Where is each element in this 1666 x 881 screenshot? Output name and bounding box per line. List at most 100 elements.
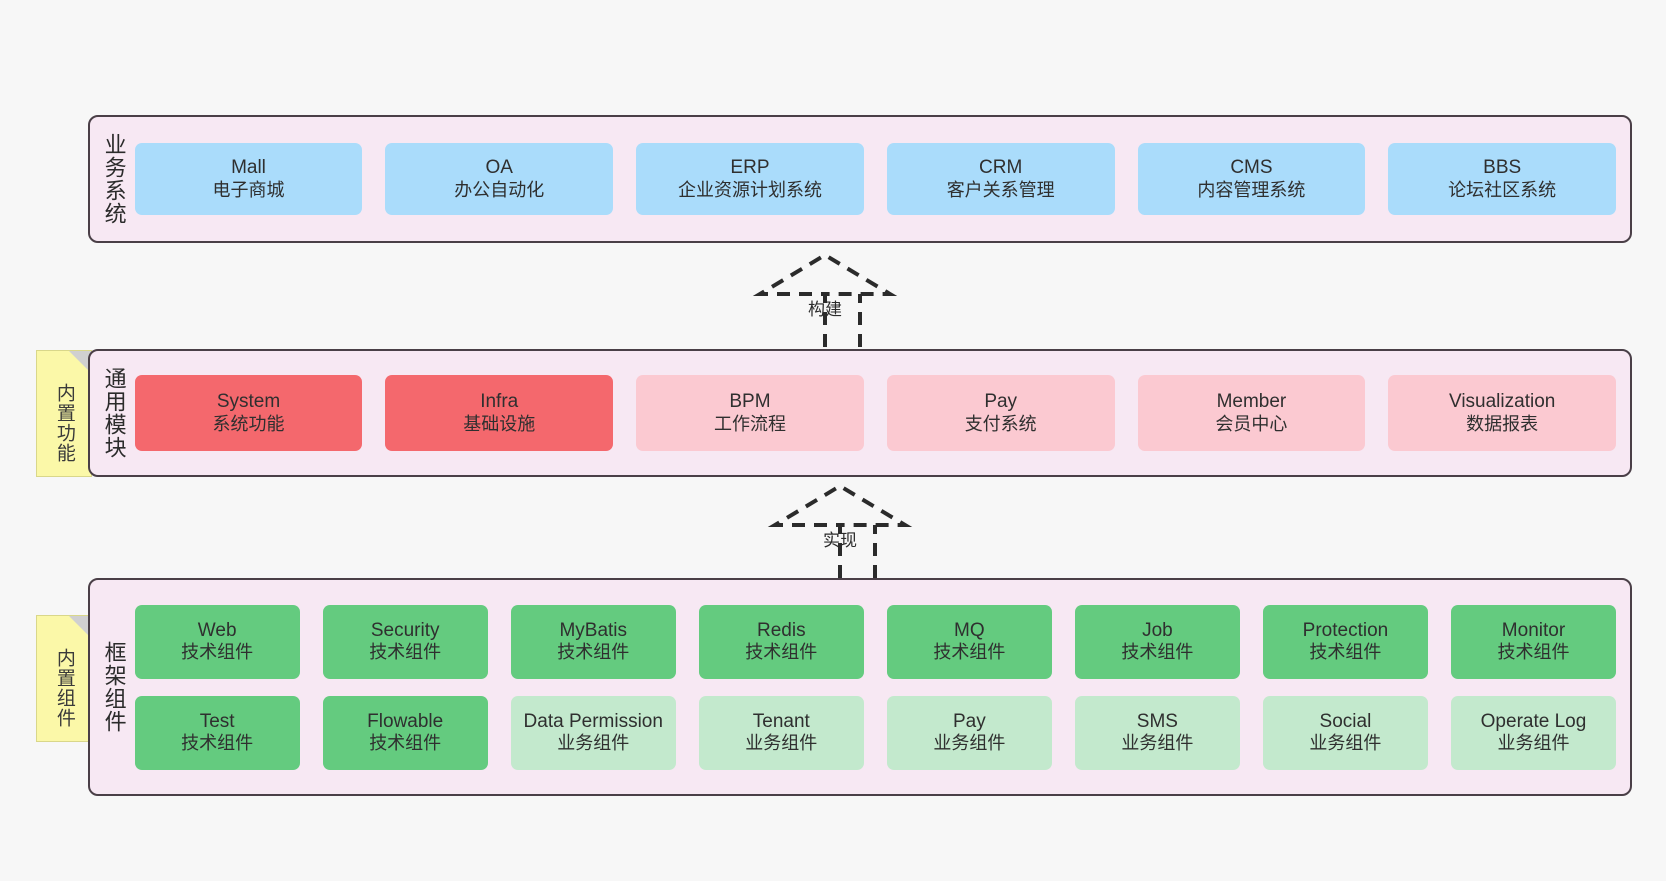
- node-title: CMS: [1230, 157, 1273, 179]
- node-title: Redis: [757, 619, 806, 641]
- node-title: Pay: [952, 710, 986, 732]
- node-web[interactable]: Web 技术组件: [134, 604, 300, 679]
- node-subtitle: 业务组件: [1309, 733, 1382, 754]
- node-subtitle: 技术组件: [369, 642, 442, 663]
- node-title: Visualization: [1449, 391, 1556, 413]
- layer-row: Mall 电子商城 OA 办公自动化 ERP 企业资源计划系统 CRM 客户关系…: [134, 143, 1617, 215]
- node-flowable[interactable]: Flowable 技术组件: [322, 695, 488, 770]
- node-bpm[interactable]: BPM 工作流程: [636, 375, 864, 451]
- node-visualization[interactable]: Visualization 数据报表: [1388, 375, 1617, 451]
- page-fold-icon: [69, 351, 91, 373]
- node-title: Mall: [231, 157, 266, 179]
- node-system[interactable]: System 系统功能: [134, 375, 363, 451]
- node-title: Monitor: [1501, 619, 1566, 641]
- node-title: Operate Log: [1480, 710, 1587, 732]
- node-subtitle: 系统功能: [212, 413, 285, 434]
- node-title: Pay: [984, 391, 1018, 413]
- node-social[interactable]: Social 业务组件: [1262, 695, 1428, 770]
- node-member[interactable]: Member 会员中心: [1137, 375, 1366, 451]
- node-title: Infra: [480, 391, 519, 413]
- node-title: Test: [199, 710, 235, 732]
- node-oa[interactable]: OA 办公自动化: [385, 143, 614, 215]
- node-crm[interactable]: CRM 客户关系管理: [886, 143, 1115, 215]
- node-data-permission[interactable]: Data Permission 业务组件: [510, 695, 676, 770]
- node-subtitle: 业务组件: [933, 733, 1006, 754]
- layer-title-business-systems: 业务系统: [101, 133, 127, 225]
- layer-row: System 系统功能 Infra 基础设施 BPM 工作流程 Pay 支付系统…: [134, 375, 1617, 451]
- node-mybatis[interactable]: MyBatis 技术组件: [510, 604, 676, 679]
- layer-body-common-modules: System 系统功能 Infra 基础设施 BPM 工作流程 Pay 支付系统…: [134, 351, 1630, 475]
- node-subtitle: 技术组件: [1309, 642, 1382, 663]
- node-subtitle: 内容管理系统: [1197, 179, 1306, 200]
- node-subtitle: 客户关系管理: [946, 179, 1055, 200]
- node-subtitle: 办公自动化: [454, 179, 545, 200]
- node-protection[interactable]: Protection 技术组件: [1262, 604, 1428, 679]
- node-subtitle: 业务组件: [557, 733, 630, 754]
- node-infra[interactable]: Infra 基础设施: [385, 375, 614, 451]
- node-tenant[interactable]: Tenant 业务组件: [698, 695, 864, 770]
- node-title: Social: [1319, 710, 1372, 732]
- layer-framework-components: 框架组件 Web 技术组件 Security 技术组件 MyBatis 技术组件…: [88, 578, 1632, 796]
- node-security[interactable]: Security 技术组件: [322, 604, 488, 679]
- node-title: Member: [1216, 391, 1287, 413]
- node-subtitle: 基础设施: [463, 413, 536, 434]
- node-title: BBS: [1483, 157, 1522, 179]
- node-subtitle: 电子商城: [212, 179, 285, 200]
- note-builtin-components: 内置组件: [36, 615, 92, 742]
- layer-title-common-modules: 通用模块: [101, 367, 127, 459]
- generalization-arrow-icon: [767, 483, 913, 578]
- node-title: OA: [485, 157, 513, 179]
- node-subtitle: 会员中心: [1215, 413, 1288, 434]
- connector-implement: 实现: [755, 483, 955, 588]
- node-test[interactable]: Test 技术组件: [134, 695, 300, 770]
- connector-label: 实现: [823, 531, 857, 550]
- node-title: Data Permission: [523, 710, 663, 732]
- note-label: 内置功能: [53, 382, 75, 463]
- node-pay[interactable]: Pay 支付系统: [886, 375, 1115, 451]
- node-subtitle: 技术组件: [1497, 642, 1570, 663]
- node-subtitle: 技术组件: [745, 642, 818, 663]
- node-title: Security: [370, 619, 440, 641]
- node-subtitle: 业务组件: [745, 733, 818, 754]
- node-pay-component[interactable]: Pay 业务组件: [886, 695, 1052, 770]
- node-title: Job: [1142, 619, 1173, 641]
- node-subtitle: 技术组件: [369, 733, 442, 754]
- layer-row: Web 技术组件 Security 技术组件 MyBatis 技术组件 Redi…: [134, 604, 1616, 679]
- node-monitor[interactable]: Monitor 技术组件: [1450, 604, 1616, 679]
- layer-title-framework-components: 框架组件: [101, 641, 127, 733]
- node-subtitle: 业务组件: [1497, 733, 1570, 754]
- generalization-arrow-icon: [752, 252, 898, 347]
- node-subtitle: 技术组件: [557, 642, 630, 663]
- layer-body-business-systems: Mall 电子商城 OA 办公自动化 ERP 企业资源计划系统 CRM 客户关系…: [134, 117, 1630, 241]
- node-job[interactable]: Job 技术组件: [1074, 604, 1240, 679]
- node-subtitle: 技术组件: [181, 642, 254, 663]
- layer-common-modules: 通用模块 System 系统功能 Infra 基础设施 BPM 工作流程 Pay…: [88, 349, 1632, 477]
- note-builtin-features: 内置功能: [36, 350, 92, 477]
- connector-label: 构建: [808, 300, 842, 319]
- node-sms[interactable]: SMS 业务组件: [1074, 695, 1240, 770]
- node-subtitle: 工作流程: [713, 413, 786, 434]
- node-title: System: [216, 391, 281, 413]
- node-erp[interactable]: ERP 企业资源计划系统: [636, 143, 864, 215]
- node-title: SMS: [1136, 710, 1178, 732]
- node-subtitle: 企业资源计划系统: [677, 179, 822, 200]
- node-subtitle: 技术组件: [1121, 642, 1194, 663]
- node-title: Tenant: [752, 710, 810, 732]
- node-title: ERP: [730, 157, 770, 179]
- connector-build: 构建: [740, 252, 940, 357]
- node-redis[interactable]: Redis 技术组件: [698, 604, 864, 679]
- node-title: Web: [197, 619, 237, 641]
- node-title: Flowable: [367, 710, 444, 732]
- node-mall[interactable]: Mall 电子商城: [134, 143, 363, 215]
- node-bbs[interactable]: BBS 论坛社区系统: [1388, 143, 1617, 215]
- layer-body-framework-components: Web 技术组件 Security 技术组件 MyBatis 技术组件 Redi…: [134, 580, 1630, 794]
- node-subtitle: 论坛社区系统: [1448, 179, 1557, 200]
- node-mq[interactable]: MQ 技术组件: [886, 604, 1052, 679]
- node-subtitle: 业务组件: [1121, 733, 1194, 754]
- node-cms[interactable]: CMS 内容管理系统: [1137, 143, 1366, 215]
- node-title: Protection: [1302, 619, 1389, 641]
- node-title: MyBatis: [559, 619, 628, 641]
- page-fold-icon: [69, 616, 91, 638]
- node-operate-log[interactable]: Operate Log 业务组件: [1450, 695, 1616, 770]
